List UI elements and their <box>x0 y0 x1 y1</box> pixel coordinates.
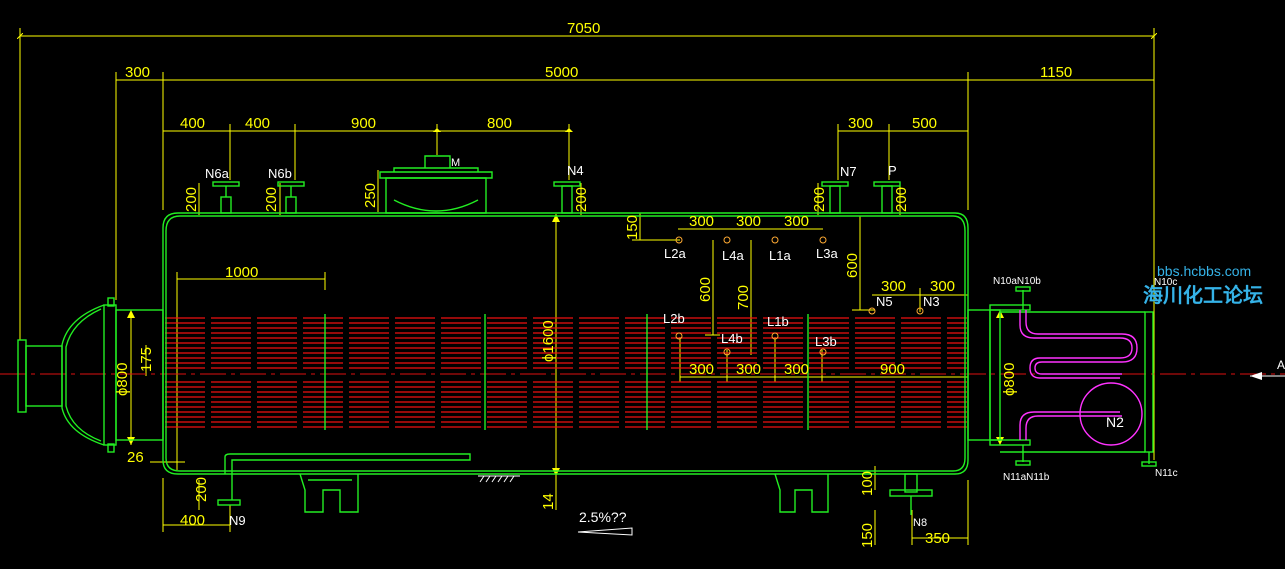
label-n5: N5 <box>876 294 893 309</box>
dim-head-right: 1150 <box>1040 64 1072 81</box>
label-view-arrow: A <box>1277 358 1285 372</box>
label-l4a: L4a <box>722 248 744 263</box>
dim-baffle-1000: 1000 <box>225 264 258 281</box>
dim-shell: 5000 <box>545 64 578 81</box>
dim-left-175: 175 <box>138 347 155 372</box>
dim-n5-300: 300 <box>881 278 906 295</box>
dim-top-150: 150 <box>624 215 641 240</box>
dim-n6a-offset: 400 <box>180 115 205 132</box>
dim-nozzle-h-n7: 200 <box>811 187 828 212</box>
dim-nozzle-h-n4: 200 <box>573 187 590 212</box>
dim-lb-300-2: 300 <box>736 361 761 378</box>
dim-nozzle-h-n6b: 200 <box>263 187 280 212</box>
label-n7: N7 <box>840 164 857 179</box>
dim-bottom-14: 14 <box>540 493 557 510</box>
tube-bundle <box>165 317 967 428</box>
dim-lb-300-3: 300 <box>784 361 809 378</box>
dim-n6b-spacing: 400 <box>245 115 270 132</box>
dim-shell-diameter: ϕ1600 <box>540 320 557 362</box>
dim-n8-100: 100 <box>859 471 876 496</box>
nozzle-stubs-right <box>1015 286 1157 467</box>
label-n3: N3 <box>923 294 940 309</box>
n2-nozzle <box>1079 382 1143 446</box>
label-l1a: L1a <box>769 248 791 263</box>
level-taps <box>675 236 924 356</box>
dim-left-flange-d: ϕ800 <box>114 363 131 396</box>
slope-mark <box>577 527 633 536</box>
dim-bottom-26: 26 <box>127 449 144 466</box>
label-n8: N8 <box>913 517 927 529</box>
label-n6b: N6b <box>268 166 292 181</box>
dim-l4-700: 700 <box>735 285 752 310</box>
dimension-arrows <box>127 128 1004 476</box>
view-arrow-head <box>1250 372 1262 380</box>
label-l4b: L4b <box>721 331 743 346</box>
dim-manhole-spacing: 900 <box>351 115 376 132</box>
watermark-url: bbs.hcbbs.com <box>1157 263 1251 279</box>
label-n6a: N6a <box>205 166 230 181</box>
ground-hatch <box>478 475 520 483</box>
dim-nozzle-h-p: 200 <box>893 187 910 212</box>
dim-l4-600: 600 <box>697 277 714 302</box>
slope-label: 2.5%?? <box>579 509 627 525</box>
dim-n8-150: 150 <box>859 523 876 548</box>
label-n11c: N11c <box>1155 468 1178 479</box>
dim-overall: 7050 <box>567 20 600 37</box>
label-n10a-n10b: N10aN10b <box>993 276 1041 287</box>
label-n11a-n11b: N11aN11b <box>1003 472 1050 483</box>
dim-n7-p-spacing: 300 <box>848 115 873 132</box>
label-l1b: L1b <box>767 314 789 329</box>
label-manhole: M <box>451 157 460 169</box>
dim-la-300-1: 300 <box>689 213 714 230</box>
dim-la-300-2: 300 <box>736 213 761 230</box>
vessel-body <box>17 155 1154 515</box>
label-l3a: L3a <box>816 246 838 261</box>
dim-nozzle-h-n6a: 200 <box>183 187 200 212</box>
label-l2a: L2a <box>664 246 686 261</box>
dim-bottom-200: 200 <box>193 477 210 502</box>
dim-lb-300-1: 300 <box>689 361 714 378</box>
watermark-name: 海川化工论坛 <box>1143 283 1263 307</box>
dim-n8-350: 350 <box>925 530 950 547</box>
dim-head-left: 300 <box>125 64 150 81</box>
dimension-lines <box>20 28 1154 545</box>
dim-level-600-right: 600 <box>844 253 861 278</box>
dim-manhole-h: 250 <box>362 183 379 208</box>
dim-bottom-400: 400 <box>180 512 205 529</box>
right-coils <box>1019 310 1138 440</box>
label-l3b: L3b <box>815 334 837 349</box>
label-n9: N9 <box>229 513 246 528</box>
dimension-texts: 7050 300 5000 1150 400 400 900 800 300 5… <box>114 20 1072 548</box>
label-n4: N4 <box>567 163 584 178</box>
dim-right-900: 900 <box>880 361 905 378</box>
label-l2b: L2b <box>663 311 685 326</box>
label-n10c: N10c <box>1154 277 1177 288</box>
dim-n3-300: 300 <box>930 278 955 295</box>
label-p: P <box>888 163 897 178</box>
dim-la-300-3: 300 <box>784 213 809 230</box>
dim-n4-spacing: 800 <box>487 115 512 132</box>
dim-right-flange-d: ϕ800 <box>1001 363 1018 396</box>
label-n2: N2 <box>1106 414 1124 430</box>
dim-p-right: 500 <box>912 115 937 132</box>
nozzle-labels: N6a N6b M N4 N7 P L2a L4a L1a L3a N5 N3 … <box>205 157 1285 529</box>
